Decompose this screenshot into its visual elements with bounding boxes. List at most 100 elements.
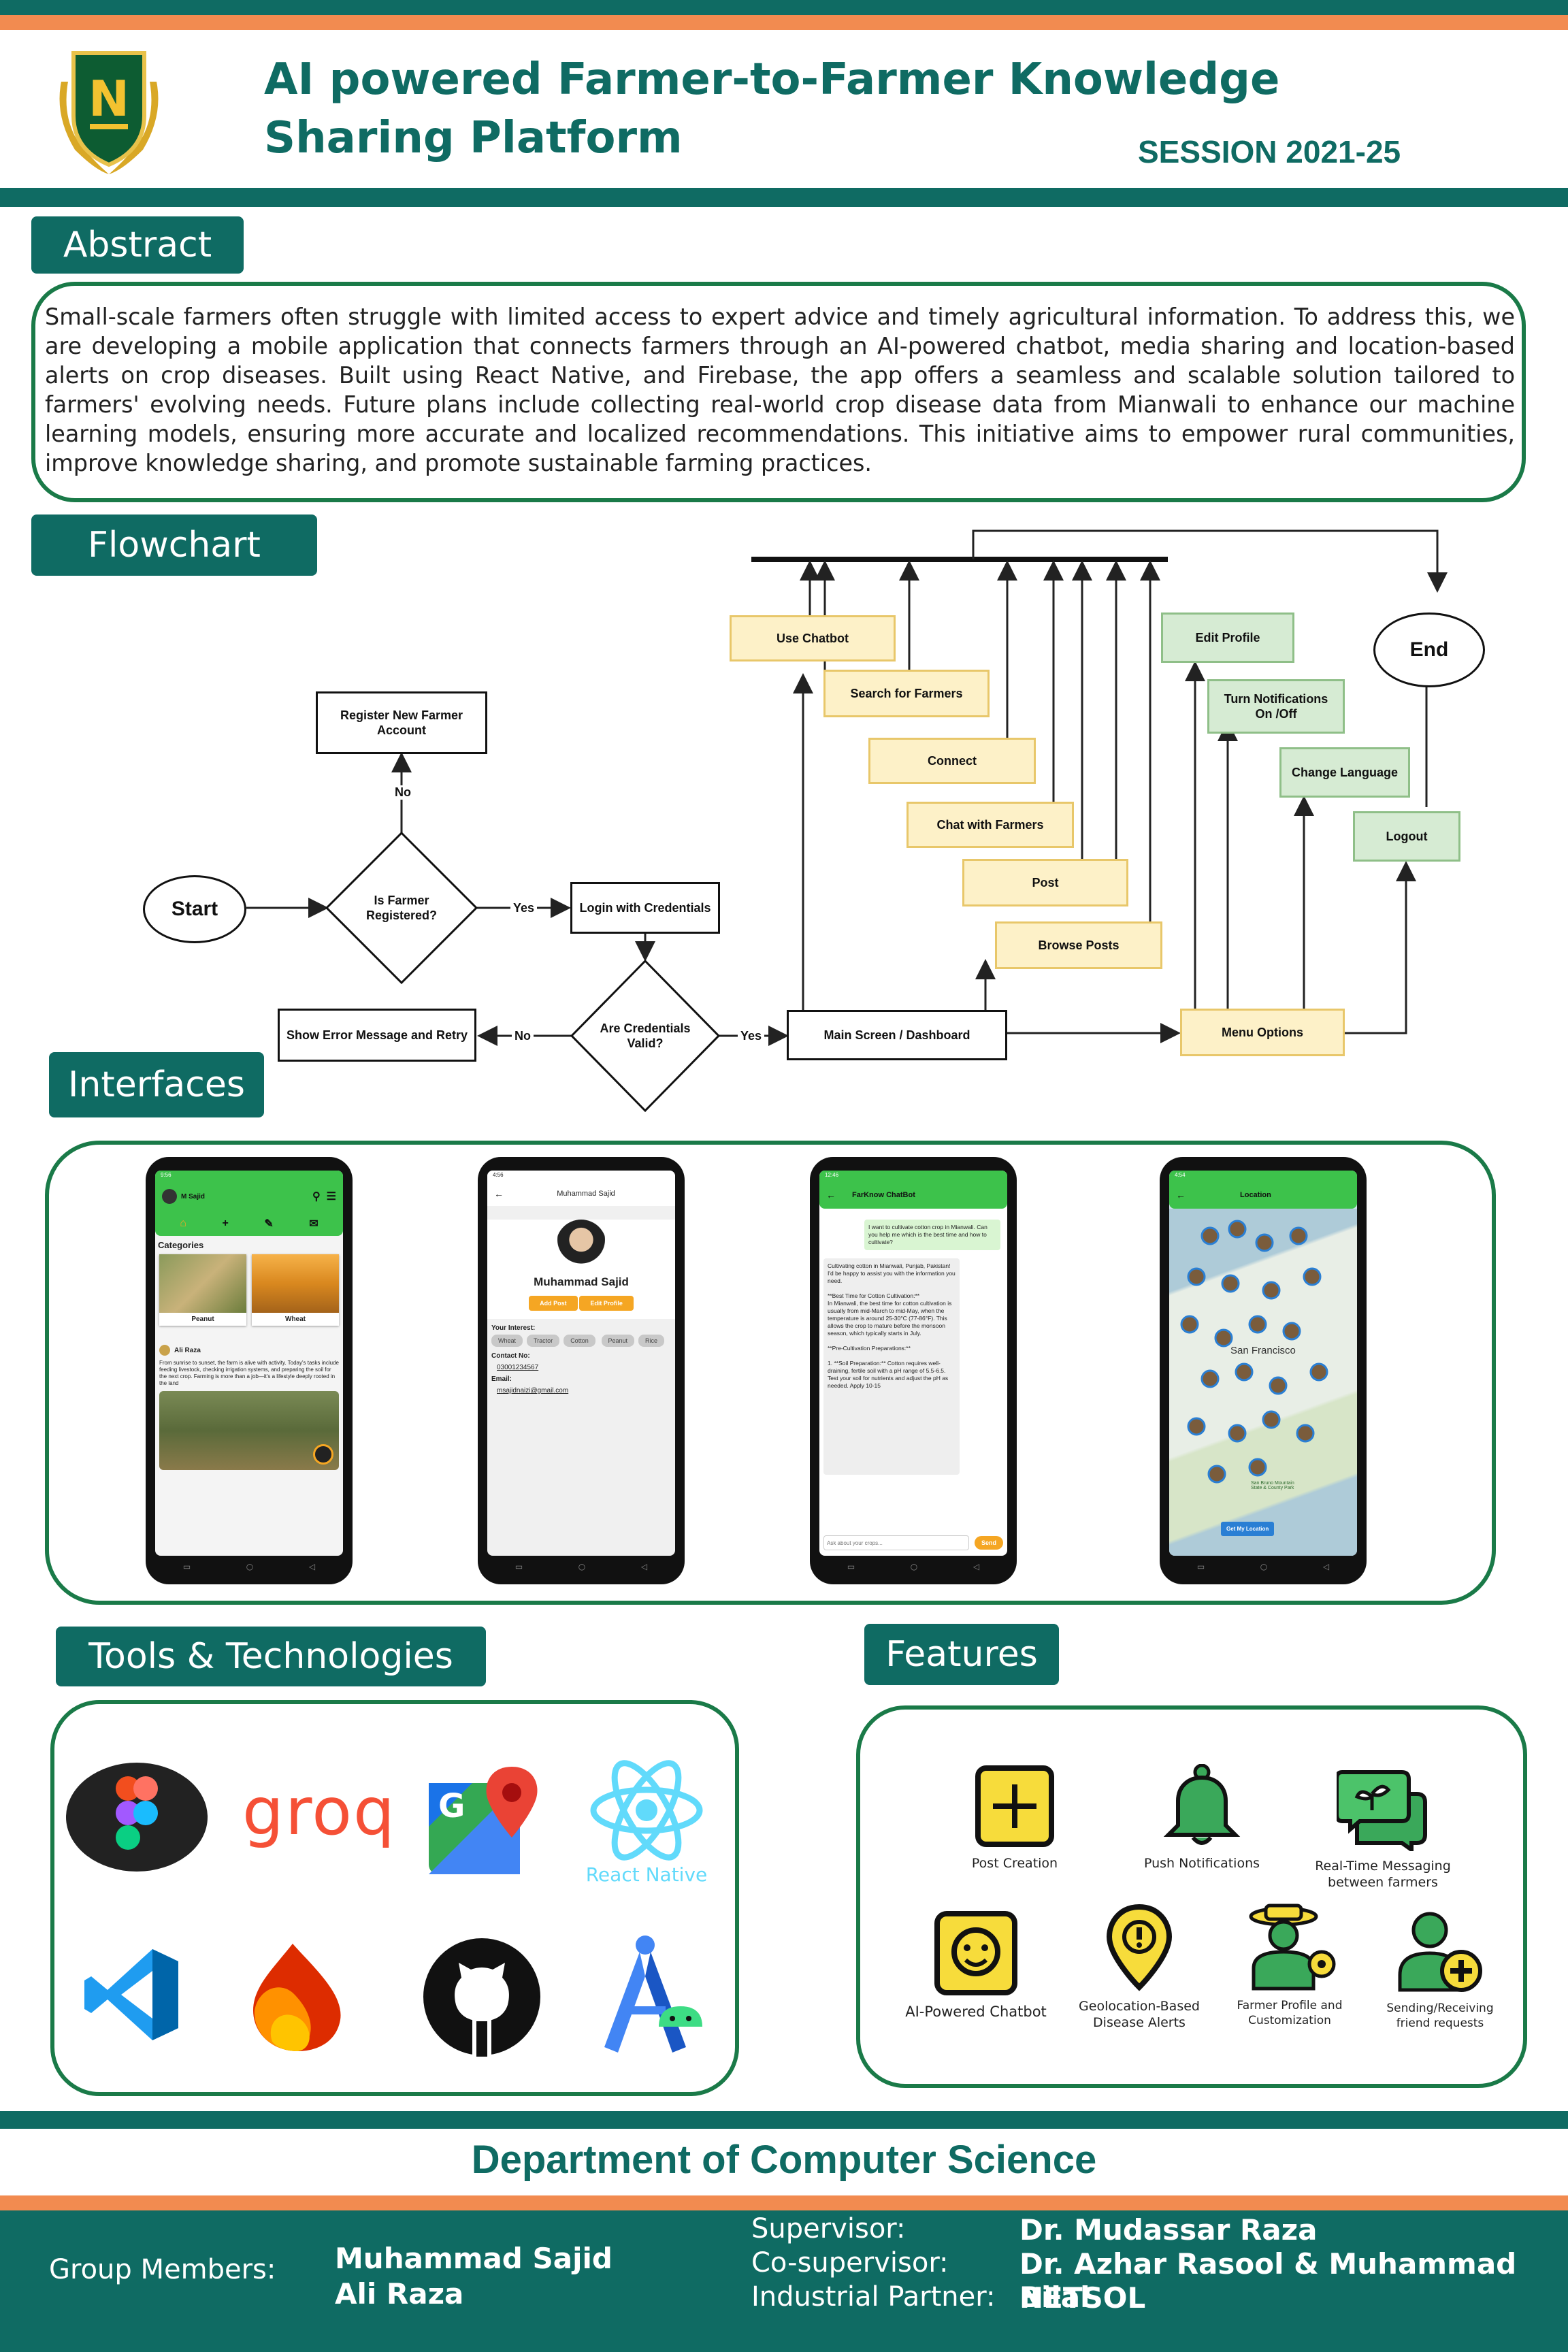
chat-icon[interactable]: ✉ — [309, 1218, 318, 1230]
add-user-icon[interactable]: + — [222, 1218, 229, 1229]
flow-post: Post — [962, 859, 1128, 906]
interest-chip[interactable]: Wheat — [491, 1335, 523, 1347]
flow-error: Show Error Message and Retry — [278, 1009, 476, 1062]
category-card[interactable]: Wheat — [252, 1254, 339, 1326]
edit-profile-button[interactable]: Edit Profile — [579, 1296, 634, 1311]
back-arrow-icon[interactable]: ← — [494, 1188, 504, 1199]
nav-recent-icon[interactable]: ▭ — [847, 1562, 855, 1571]
bell-icon — [1163, 1764, 1241, 1845]
home-appbar: M Sajid ⚲ ☰ — [155, 1181, 343, 1211]
back-arrow-icon[interactable]: ← — [826, 1190, 836, 1200]
nav-home-icon[interactable]: ○ — [1260, 1562, 1268, 1571]
feature-push-notifications: Push Notifications — [1127, 1764, 1277, 1872]
member-2: Ali Raza — [335, 2277, 464, 2310]
flow-connect: Connect — [868, 738, 1036, 784]
phone-location: 4:54 ← Location San Francisco San Bruno … — [1160, 1157, 1367, 1584]
chat-title: FarKnow ChatBot — [852, 1191, 915, 1199]
feature-label: Farmer Profile and Customization — [1237, 1999, 1343, 2027]
flow-notifications: Turn Notifications On /Off — [1207, 679, 1345, 734]
email-label: Email: — [491, 1375, 512, 1383]
feature-label: Real-Time Messaging between farmers — [1315, 1859, 1451, 1890]
statusbar: 9:56 — [155, 1171, 343, 1181]
add-friend-icon — [1398, 1912, 1482, 1992]
flow-end: End — [1373, 612, 1485, 687]
react-native-label: React Native — [585, 1863, 708, 1886]
map-label-city: San Francisco — [1230, 1345, 1296, 1356]
interest-chip[interactable]: Tractor — [527, 1335, 560, 1347]
nav-back-icon[interactable]: ◁ — [1322, 1562, 1330, 1571]
ai-chatbot-icon — [934, 1911, 1017, 1995]
search-icon[interactable]: ⚲ — [312, 1191, 321, 1203]
footer-orange-stripe — [0, 2195, 1568, 2210]
university-crest-icon: N — [59, 51, 159, 174]
interest-chip[interactable]: Cotton — [564, 1335, 595, 1347]
avatar[interactable] — [162, 1189, 177, 1204]
nav-home-icon[interactable]: ○ — [910, 1562, 918, 1571]
email-value[interactable]: msajidnaizi@gmail.com — [497, 1387, 569, 1394]
flow-chat-farmers: Chat with Farmers — [906, 802, 1074, 848]
location-alert-icon — [1106, 1904, 1173, 1991]
android-navbar: ▭ ○ ◁ — [155, 1558, 343, 1575]
get-location-button[interactable]: Get My Location — [1221, 1522, 1275, 1536]
menu-icon[interactable]: ☰ — [326, 1191, 336, 1203]
phone-profile: 4:56 ← Muhammad Sajid Muhammad Sajid Add… — [478, 1157, 685, 1584]
category-card[interactable]: Peanut — [159, 1254, 246, 1326]
add-post-button[interactable]: Add Post — [529, 1296, 578, 1311]
cosupervisor-label: Co-supervisor: — [751, 2247, 949, 2278]
send-button[interactable]: Send — [974, 1536, 1003, 1550]
android-navbar: ▭ ○ ◁ — [487, 1558, 675, 1575]
nav-home-icon[interactable]: ○ — [246, 1562, 254, 1571]
nav-recent-icon[interactable]: ▭ — [1196, 1562, 1205, 1571]
map-label-park: San Bruno Mountain State & County Park — [1251, 1481, 1294, 1490]
chat-input[interactable] — [823, 1535, 969, 1550]
contact-value[interactable]: 03001234567 — [497, 1364, 539, 1371]
flow-yes1: Yes — [510, 901, 538, 915]
categories-title: Categories — [158, 1240, 204, 1250]
post-text: From sunrise to sunset, the farm is aliv… — [159, 1360, 339, 1386]
github-icon — [423, 1938, 540, 2057]
nav-back-icon[interactable]: ◁ — [973, 1562, 980, 1571]
footer-top-stripe — [0, 2111, 1568, 2129]
nav-back-icon[interactable]: ◁ — [640, 1562, 648, 1571]
supervisor-label: Supervisor: — [751, 2213, 906, 2244]
header-stripe-teal — [0, 0, 1568, 15]
nav-home-icon[interactable]: ○ — [578, 1562, 586, 1571]
map-view[interactable]: San Francisco San Bruno Mountain State &… — [1169, 1209, 1357, 1556]
partner-name: NETSOL — [1019, 2281, 1146, 2315]
nav-recent-icon[interactable]: ▭ — [182, 1562, 191, 1571]
flow-no2: No — [512, 1029, 534, 1043]
statusbar: 12:46 — [819, 1171, 1007, 1181]
flow-menu: Menu Options — [1180, 1009, 1345, 1056]
profile-name: Muhammad Sajid — [534, 1275, 629, 1288]
abstract-heading: Abstract — [31, 216, 244, 274]
chat-bubbles-icon — [1337, 1770, 1427, 1851]
flow-start: Start — [143, 875, 246, 943]
interfaces-heading: Interfaces — [49, 1052, 264, 1117]
pen-icon[interactable]: ✎ — [264, 1218, 274, 1230]
chatbot-fab-icon[interactable] — [313, 1444, 333, 1465]
google-maps-icon: G — [429, 1767, 538, 1874]
bot-message: Cultivating cotton in Mianwali, Punjab, … — [823, 1258, 960, 1475]
interest-chip[interactable]: Rice — [638, 1335, 665, 1347]
poster-title: AI powered Farmer-to-Farmer Knowledge Sh… — [264, 54, 1280, 163]
map-user-markers — [1180, 1220, 1328, 1484]
location-title: Location — [1240, 1191, 1271, 1199]
feature-real-time-messaging: Real-Time Messaging between farmers — [1308, 1767, 1458, 1891]
android-studio-icon — [604, 1936, 702, 2053]
interest-chip[interactable]: Peanut — [601, 1335, 635, 1347]
vscode-icon — [84, 1949, 178, 2040]
feature-post-creation: Post Creation — [943, 1764, 1086, 1872]
flow-no1: No — [392, 785, 414, 800]
nav-recent-icon[interactable]: ▭ — [514, 1562, 523, 1571]
nav-back-icon[interactable]: ◁ — [308, 1562, 316, 1571]
android-navbar: ▭ ○ ◁ — [819, 1558, 1007, 1575]
user-message: I want to cultivate cotton crop in Mianw… — [864, 1220, 1000, 1250]
back-arrow-icon[interactable]: ← — [1176, 1190, 1186, 1200]
home-icon[interactable]: ⌂ — [180, 1218, 186, 1229]
member-1: Muhammad Sajid — [335, 2242, 612, 2275]
feature-farmer-profile: Farmer Profile and Customization — [1218, 1903, 1361, 2028]
features-panel — [856, 1705, 1527, 2088]
department-name: Department of Computer Science — [471, 2138, 1097, 2182]
flow-search-farmers: Search for Farmers — [823, 670, 990, 717]
contact-label: Contact No: — [491, 1352, 530, 1360]
